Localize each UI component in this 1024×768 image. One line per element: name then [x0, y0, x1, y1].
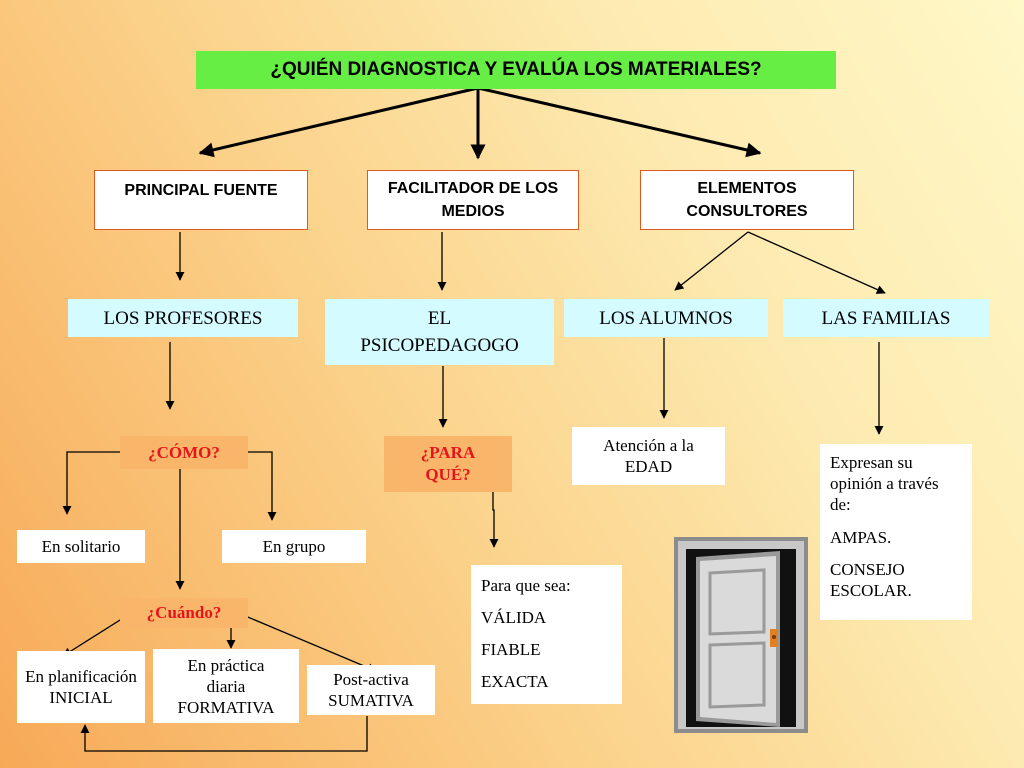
familias-item: AMPAS.	[830, 528, 892, 547]
category-consultores: ELEMENTOS CONSULTORES	[640, 170, 854, 230]
diagram-title: ¿QUIÉN DIAGNOSTICA Y EVALÚA LOS MATERIAL…	[196, 51, 836, 89]
para-que-item: EXACTA	[481, 672, 549, 691]
para-que-list: Para que sea: VÁLIDA FIABLE EXACTA	[471, 565, 622, 704]
category-facilitador: FACILITADOR DE LOS MEDIOS	[367, 170, 579, 230]
question-para-que: ¿PARA QUÉ?	[384, 436, 512, 492]
agent-profesores: LOS PROFESORES	[68, 299, 298, 337]
timing-inicial: En planificación INICIAL	[17, 651, 145, 723]
agent-psicopedagogo: EL PSICOPEDAGOGO	[325, 299, 554, 365]
para-que-intro: Para que sea:	[481, 576, 571, 595]
category-principal-fuente: PRINCIPAL FUENTE	[94, 170, 308, 230]
familias-item: CONSEJO ESCOLAR.	[830, 560, 912, 600]
timing-sumativa: Post-activa SUMATIVA	[307, 665, 435, 715]
alumnos-edad-note: Atención a la EDAD	[572, 427, 725, 485]
mode-solitario: En solitario	[17, 530, 145, 563]
question-como: ¿CÓMO?	[120, 436, 248, 469]
familias-intro: Expresan su opinión a través de:	[830, 453, 939, 514]
open-door-icon	[674, 537, 808, 733]
para-que-item: VÁLIDA	[481, 608, 547, 627]
familias-list: Expresan su opinión a través de: AMPAS. …	[820, 444, 972, 620]
agent-alumnos: LOS ALUMNOS	[564, 299, 768, 337]
timing-formativa: En práctica diaria FORMATIVA	[153, 649, 299, 723]
mode-grupo: En grupo	[222, 530, 366, 563]
agent-familias: LAS FAMILIAS	[783, 299, 989, 337]
question-cuando: ¿Cuándo?	[120, 598, 248, 628]
para-que-item: FIABLE	[481, 640, 541, 659]
